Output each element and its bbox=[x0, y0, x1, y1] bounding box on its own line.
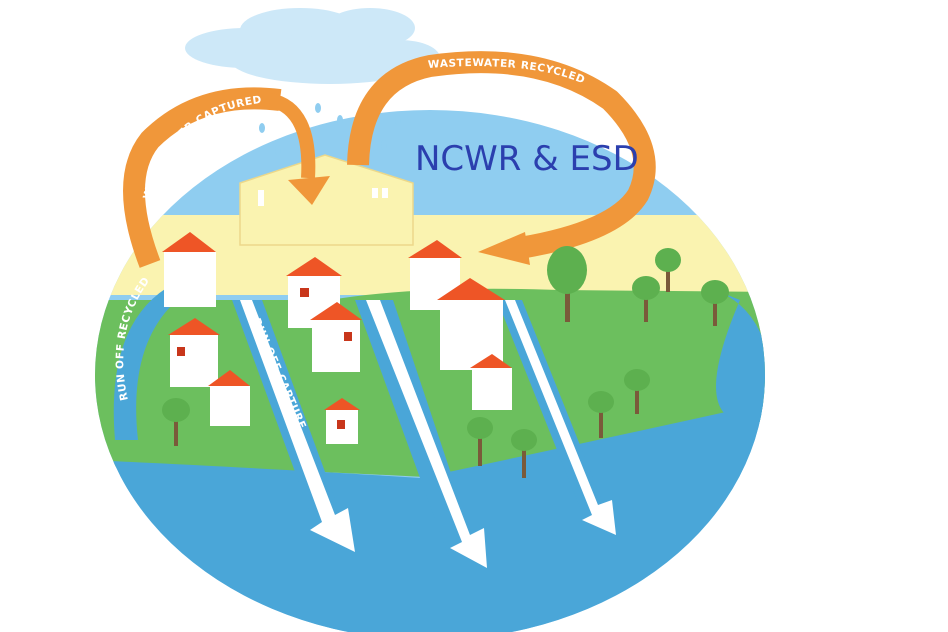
house bbox=[310, 302, 362, 372]
houses bbox=[162, 232, 512, 444]
tree bbox=[467, 417, 493, 466]
flow-arrows bbox=[240, 300, 616, 568]
tree bbox=[511, 429, 537, 478]
house bbox=[324, 398, 360, 444]
tree bbox=[632, 276, 660, 322]
tree bbox=[624, 369, 650, 414]
house bbox=[208, 370, 250, 426]
water-area bbox=[95, 400, 765, 632]
trees bbox=[162, 246, 729, 478]
tree bbox=[655, 248, 681, 292]
house bbox=[168, 318, 220, 387]
wastewater-captured-arrow bbox=[123, 87, 330, 268]
house bbox=[470, 354, 512, 410]
tree bbox=[588, 391, 614, 438]
wastewater-recycled-arrow bbox=[347, 51, 656, 265]
house bbox=[408, 240, 462, 310]
clouds bbox=[185, 8, 440, 84]
water-edge bbox=[716, 292, 765, 423]
diagram-title: NCWR & ESD bbox=[415, 139, 639, 179]
tree bbox=[162, 398, 190, 446]
tree bbox=[547, 246, 587, 322]
house bbox=[162, 232, 216, 307]
tree bbox=[701, 280, 729, 326]
